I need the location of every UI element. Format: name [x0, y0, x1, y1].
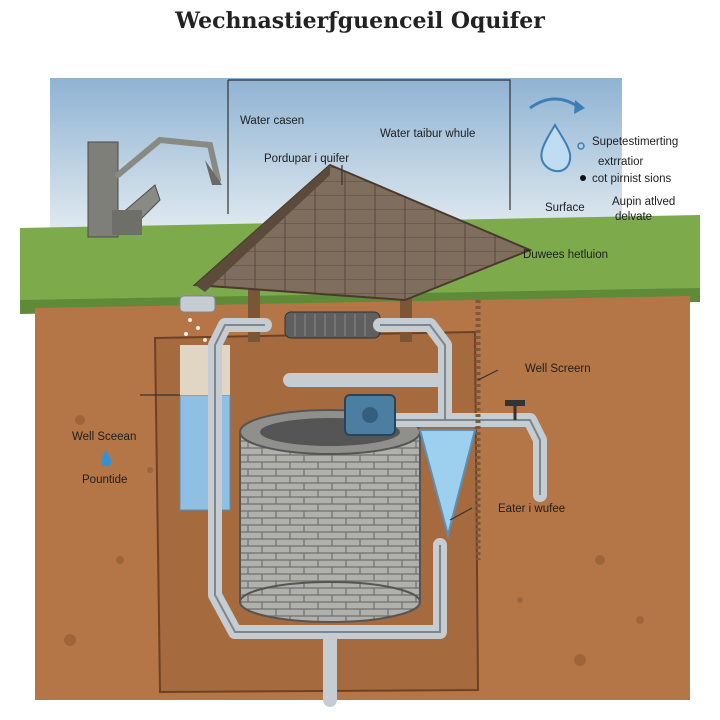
- label-surface: Surface: [545, 202, 585, 214]
- label-duwees: Duwees hetluion: [523, 249, 608, 261]
- label-extrratior: extrratior: [598, 156, 644, 168]
- label-water-casen: Water casen: [240, 115, 304, 127]
- label-aupin-2: delvate: [615, 211, 652, 223]
- label-pountide: Pountide: [82, 474, 127, 486]
- label-well-screern: Well Screern: [525, 363, 591, 375]
- brick-well: [239, 409, 421, 623]
- label-cot-pirnist: cot pirnist sions: [592, 173, 672, 185]
- small-drop-icon: [101, 450, 112, 467]
- dot-bullet-icon: [580, 175, 586, 181]
- surface-outlet-pipe: [179, 295, 216, 313]
- label-well-sceean: Well Sceean: [72, 431, 136, 443]
- water-drop-icon: [540, 123, 572, 173]
- label-water-taibur: Water taibur whule: [380, 128, 475, 140]
- well-roof: [192, 163, 533, 342]
- pump-jack: [87, 136, 222, 238]
- filter-cone: [418, 429, 477, 539]
- aquifer-water: [179, 394, 231, 511]
- diagram-title: Wechnastierƒguenceil Oquifer: [175, 8, 545, 34]
- circle-bullet-icon: [577, 142, 585, 150]
- label-aupin-1: Aupin atlved: [612, 196, 675, 208]
- label-eater-wufee: Eater i wufee: [498, 503, 565, 515]
- winch-drum: [284, 311, 381, 339]
- label-pordupar: Pordupar i quifer: [264, 153, 349, 165]
- label-supetestimerting: Supetestimerting: [592, 136, 678, 148]
